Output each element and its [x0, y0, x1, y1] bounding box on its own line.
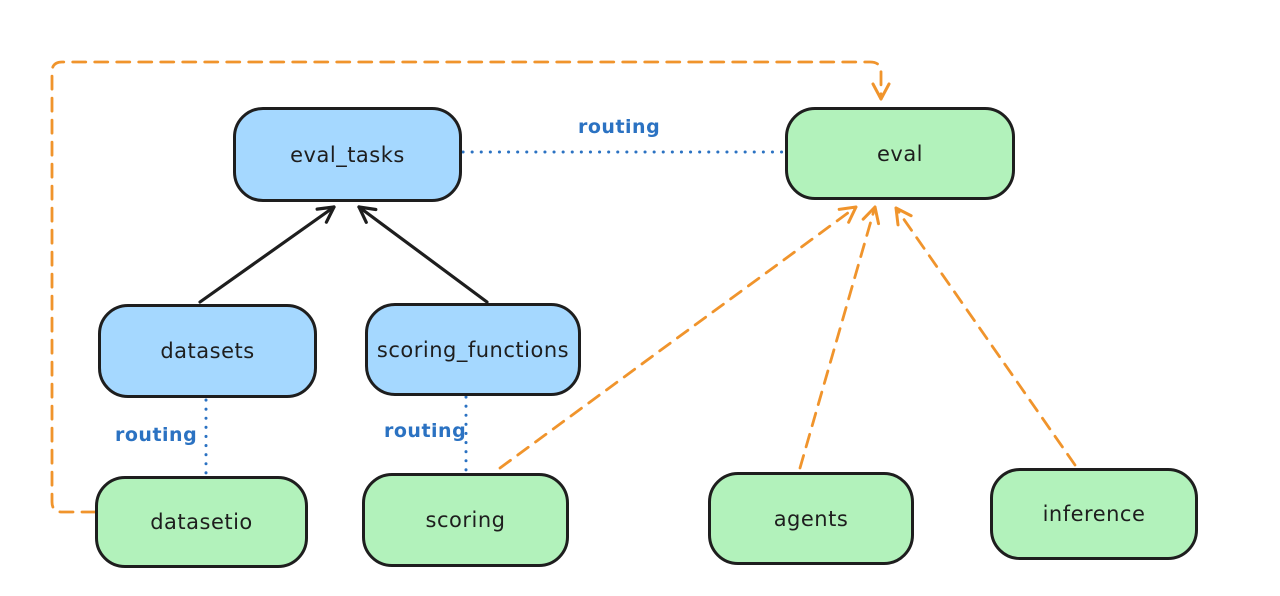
- node-inference-label: inference: [1042, 502, 1146, 526]
- node-scoring-label: scoring: [425, 508, 506, 532]
- routing-label-scoring-functions-scoring: routing: [384, 420, 467, 442]
- node-scoring: scoring: [362, 473, 569, 567]
- node-scoring-functions: scoring_functions: [365, 303, 581, 396]
- edge-scoring-to-eval: [498, 205, 858, 470]
- node-datasets-label: datasets: [160, 339, 255, 363]
- node-datasetio-label: datasetio: [150, 510, 253, 534]
- node-eval-tasks-label: eval_tasks: [290, 142, 405, 167]
- routing-label-eval-tasks-eval: routing: [578, 116, 661, 138]
- node-scoring-functions-label: scoring_functions: [376, 337, 570, 362]
- node-datasets: datasets: [98, 304, 317, 398]
- node-datasetio: datasetio: [95, 476, 308, 568]
- edge-datasets-to-eval-tasks: [198, 205, 336, 304]
- edge-inference-to-eval: [894, 206, 1077, 467]
- edge-datasetio-to-eval: [50, 60, 891, 514]
- node-eval: eval: [785, 107, 1015, 200]
- node-eval-tasks: eval_tasks: [233, 107, 462, 202]
- routing-label-datasets-datasetio: routing: [115, 424, 198, 446]
- node-inference: inference: [990, 468, 1198, 560]
- node-agents: agents: [708, 472, 914, 565]
- edge-scoring-functions-to-eval-tasks: [357, 205, 489, 304]
- edge-agents-to-eval: [798, 205, 881, 470]
- node-eval-label: eval: [876, 141, 924, 166]
- node-agents-label: agents: [773, 506, 849, 531]
